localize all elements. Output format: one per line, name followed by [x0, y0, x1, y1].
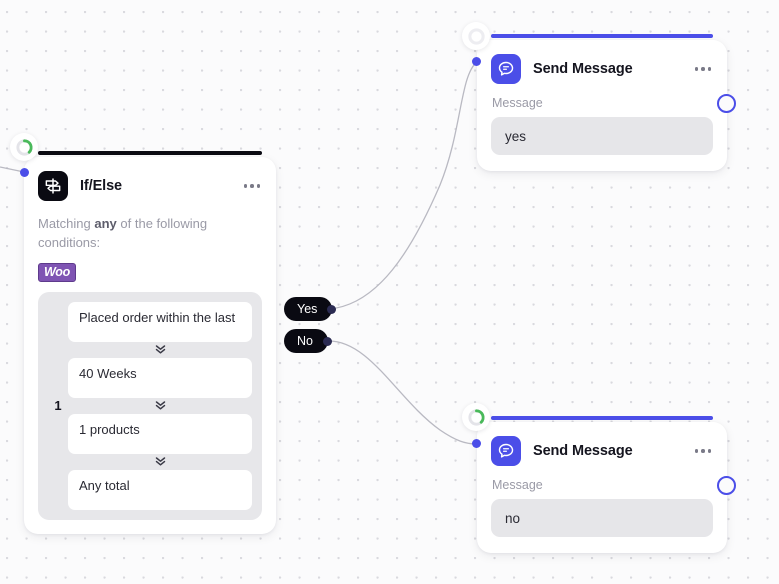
more-options-icon[interactable] [693, 445, 714, 457]
branch-pill-no[interactable]: No [284, 329, 332, 353]
node-header: If/Else [24, 157, 276, 207]
condition-description: Matching any of the following conditions… [38, 215, 223, 253]
chat-bubble-icon [491, 54, 521, 84]
node-body: Message yes [477, 90, 727, 171]
node-send-message-yes[interactable]: Send Message Message yes [477, 34, 727, 171]
node-status-idle-yes [462, 22, 490, 50]
branch-label: No [297, 334, 313, 348]
condition-index: 1 [54, 398, 62, 414]
node-send-message-no[interactable]: Send Message Message no [477, 416, 727, 553]
condition-group: 1 Placed order within the last 40 Weeks [38, 291, 262, 520]
output-port-send-message-yes[interactable] [717, 94, 736, 113]
node-if-else[interactable]: If/Else Matching any of the following co… [24, 151, 276, 534]
description-prefix: Matching [38, 216, 95, 231]
more-options-icon[interactable] [242, 180, 263, 192]
node-header: Send Message [477, 40, 727, 90]
node-body: Message no [477, 472, 727, 553]
condition-field-timeframe[interactable]: 40 Weeks [68, 357, 252, 398]
description-suffix: of the following conditions: [38, 216, 208, 250]
message-field-value[interactable]: yes [491, 117, 713, 155]
branch-pill-yes[interactable]: Yes [284, 297, 337, 321]
node-body: Matching any of the following conditions… [24, 207, 276, 534]
node-status-spinner-no [462, 403, 490, 431]
node-title: If/Else [80, 178, 123, 194]
condition-field-trigger[interactable]: Placed order within the last [68, 301, 252, 342]
branch-output-port-no[interactable] [322, 336, 332, 346]
output-port-send-message-no[interactable] [717, 476, 736, 495]
condition-field-total[interactable]: Any total [68, 469, 252, 510]
chevron-double-down-icon [68, 398, 252, 414]
chevron-double-down-icon [68, 342, 252, 358]
input-port-send-message-yes[interactable] [472, 57, 481, 66]
message-field-label: Message [492, 96, 543, 110]
condition-field-products[interactable]: 1 products [68, 413, 252, 454]
branch-output-port-yes[interactable] [327, 304, 337, 314]
input-port-send-message-no[interactable] [472, 439, 481, 448]
signpost-icon [38, 171, 68, 201]
node-accent-bar [491, 416, 713, 420]
node-title: Send Message [533, 61, 633, 77]
condition-row-stack: Placed order within the last 40 Weeks [68, 301, 252, 510]
branch-label: Yes [297, 302, 318, 316]
message-field-value[interactable]: no [491, 499, 713, 537]
node-accent-bar [491, 34, 713, 38]
chat-bubble-icon [491, 436, 521, 466]
chevron-double-down-icon [68, 454, 252, 470]
input-port-if-else[interactable] [20, 168, 29, 177]
node-header: Send Message [477, 422, 727, 472]
integration-badge-woo: Woo [38, 262, 76, 282]
node-title: Send Message [533, 443, 633, 459]
message-field-label: Message [492, 478, 543, 492]
node-status-spinner-if-else [10, 133, 38, 161]
node-accent-bar [38, 151, 262, 155]
more-options-icon[interactable] [693, 63, 714, 75]
description-match-mode: any [94, 216, 117, 231]
